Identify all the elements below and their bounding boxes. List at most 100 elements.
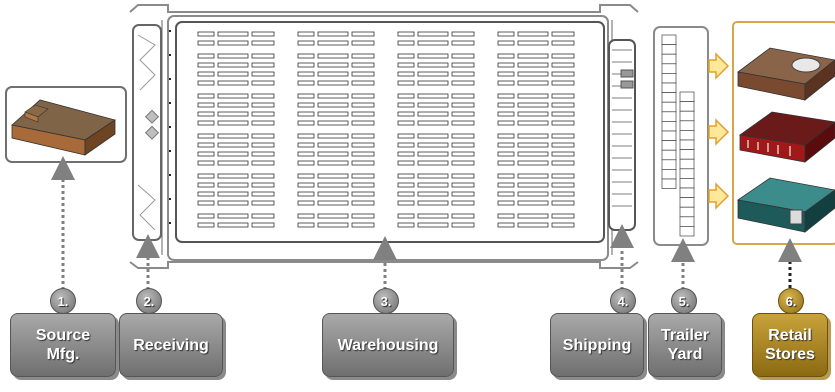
rack-bay	[417, 213, 449, 219]
rack-bay	[297, 160, 315, 166]
rack-bay	[297, 71, 315, 77]
rack-bay	[451, 53, 475, 59]
rack-bay	[351, 182, 375, 188]
rack-bay	[417, 120, 449, 126]
rack-bay	[451, 71, 475, 77]
rack-bay	[517, 31, 549, 37]
rack-bay	[517, 191, 549, 197]
rack-bay	[551, 151, 575, 157]
rack-bay	[497, 182, 515, 188]
trailer-slot	[679, 120, 695, 131]
rack-bay	[451, 133, 475, 139]
rack-bay	[417, 142, 449, 148]
trailer-slot	[661, 82, 677, 93]
rack-bay	[551, 142, 575, 148]
rack-bay	[297, 40, 315, 46]
rack-bay	[297, 93, 315, 99]
rack-bay	[317, 133, 349, 139]
rack-bay	[517, 80, 549, 86]
rack-bay	[397, 191, 415, 197]
rack-bay	[251, 53, 275, 59]
rack-bay	[497, 93, 515, 99]
rack-bay	[517, 142, 549, 148]
rack-bay	[451, 173, 475, 179]
rack-bay	[451, 222, 475, 228]
rack-bay	[351, 191, 375, 197]
rack-bay	[251, 102, 275, 108]
rack-bay	[217, 71, 249, 77]
rack-bay	[417, 151, 449, 157]
retail-store-1-building	[737, 47, 835, 101]
rack-bay	[551, 191, 575, 197]
trailer-slot	[661, 101, 677, 113]
rack-bay	[197, 222, 215, 228]
rack-bay	[517, 160, 549, 166]
rack-bay	[551, 93, 575, 99]
rack-bay	[317, 53, 349, 59]
trailer-slot	[661, 53, 677, 65]
source-factory-building	[11, 99, 116, 156]
step-1-number: 1.	[50, 288, 76, 314]
rack-bay	[417, 200, 449, 206]
rack-bay	[297, 80, 315, 86]
rack-bay	[317, 222, 349, 228]
rack-bay	[297, 182, 315, 188]
rack-bay	[551, 40, 575, 46]
rack-bay	[417, 222, 449, 228]
trailer-slot	[661, 121, 677, 132]
rack-bay	[251, 111, 275, 117]
rack-bay	[397, 62, 415, 68]
rack-bay	[551, 160, 575, 166]
trailer-slot	[679, 206, 695, 218]
receiving-dock	[132, 24, 171, 241]
rack-bay	[497, 62, 515, 68]
rack-bay	[551, 173, 575, 179]
rack-bay	[497, 111, 515, 117]
trailer-slot	[661, 140, 677, 151]
rack-bay	[297, 151, 315, 157]
trailer-slot	[679, 101, 695, 112]
rack-bay	[551, 53, 575, 59]
rack-bay	[317, 151, 349, 157]
step-3-number: 3.	[373, 288, 399, 314]
rack-bay	[351, 102, 375, 108]
rack-bay	[451, 80, 475, 86]
rack-bay	[451, 102, 475, 108]
rack-bay	[217, 40, 249, 46]
rack-bay	[397, 31, 415, 37]
rack-bay	[251, 71, 275, 77]
rack-bay	[251, 222, 275, 228]
rack-bay	[417, 53, 449, 59]
rack-bay	[551, 222, 575, 228]
rack-bay	[251, 200, 275, 206]
rack-bay	[451, 213, 475, 219]
rack-bay	[217, 120, 249, 126]
rack-bay	[217, 173, 249, 179]
rack-bay	[417, 191, 449, 197]
trailer-yard	[653, 26, 709, 246]
rack-bay	[551, 80, 575, 86]
step-5-number: 5.	[671, 288, 697, 314]
rack-bay	[517, 120, 549, 126]
rack-bay	[197, 71, 215, 77]
rack-bay	[351, 173, 375, 179]
rack-bay	[197, 80, 215, 86]
rack-bay	[497, 133, 515, 139]
rack-bay	[317, 182, 349, 188]
rack-bay	[197, 40, 215, 46]
trailer-slot	[679, 130, 695, 141]
rack-bay	[497, 160, 515, 166]
rack-bay	[217, 53, 249, 59]
rack-bay	[217, 151, 249, 157]
rack-bay	[551, 120, 575, 126]
rack-bay	[497, 120, 515, 126]
rack-bay	[317, 173, 349, 179]
rack-bay	[197, 173, 215, 179]
trailer-slot	[661, 130, 677, 141]
trailer-slot	[679, 178, 695, 189]
rack-bay	[397, 182, 415, 188]
rack-bay	[497, 173, 515, 179]
rack-bay	[551, 62, 575, 68]
rack-bay	[451, 151, 475, 157]
